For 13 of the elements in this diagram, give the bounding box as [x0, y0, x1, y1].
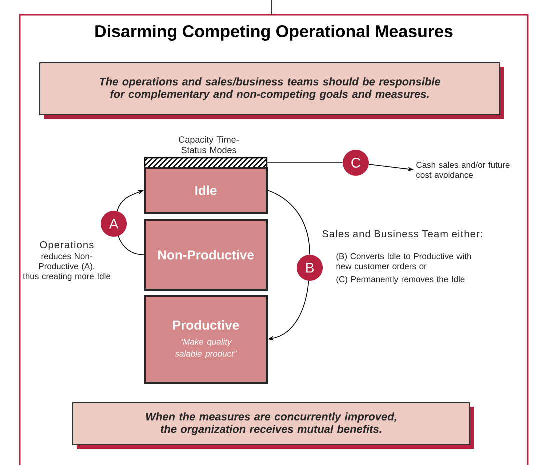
- list-item: (C) Permanently removes the Idle: [336, 276, 465, 284]
- heading: Capacity Time-Status Modes: [179, 136, 239, 154]
- banner-box: When the measures are concurrently improved, the organization receives mutual benefits.: [72, 402, 474, 449]
- mode-box: Productive “Make quality salable product”: [144, 295, 268, 384]
- mode-box: Non-Productive: [144, 219, 268, 291]
- title: Disarming Competing Operational Measures: [96, 25, 453, 41]
- operations-label: Operations: [40, 241, 94, 250]
- note-text: reduces Non-Productive (A), thus creating more Idle: [23, 253, 111, 282]
- team-label: Sales and Business Team either:: [322, 230, 482, 238]
- banner-box: The operations and sales/business teams should be responsible for complementary and non-competing goals and measures.: [40, 62, 504, 119]
- mode-box: Idle: [144, 167, 268, 214]
- result-text: Cash sales and/or future cost avoidance: [416, 162, 510, 178]
- list-item: (B) Converts Idle to Productive with new customer orders or: [336, 253, 472, 270]
